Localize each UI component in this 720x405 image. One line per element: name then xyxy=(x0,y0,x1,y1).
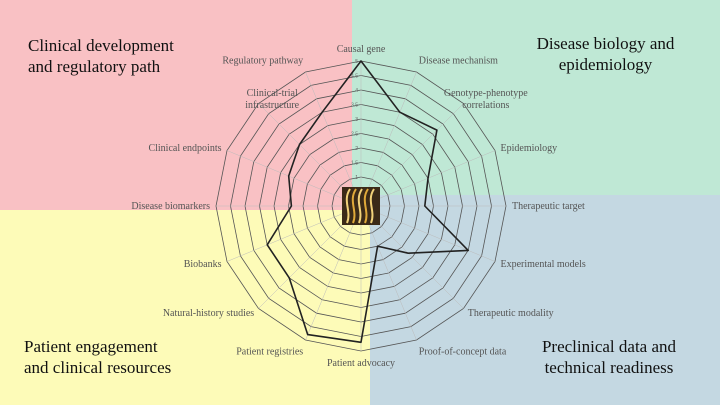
axis-label: Biobanks xyxy=(184,259,222,270)
axis-label: Regulatory pathway xyxy=(222,56,303,67)
axis-label: Disease mechanism xyxy=(419,56,498,67)
axis-label: Natural-history studies xyxy=(163,308,254,319)
axis-spoke xyxy=(360,71,417,207)
axis-label: Patient advocacy xyxy=(327,358,395,369)
quadrant-title-line: technical readiness xyxy=(544,358,674,377)
axis-label: Experimental models xyxy=(501,259,586,270)
axis-label: Causal gene xyxy=(337,44,386,55)
quadrant-title-line: and clinical resources xyxy=(24,358,172,377)
quadrant-title-line: and regulatory path xyxy=(28,57,161,76)
axis-label: Proof-of-concept data xyxy=(419,347,507,358)
axis-label: Clinical endpoints xyxy=(148,143,221,154)
quadrant-title-line: Disease biology and xyxy=(536,34,675,53)
quadrant-title-clinical: Clinical development and regulatory path xyxy=(28,35,174,77)
axis-spoke xyxy=(226,150,362,207)
tick-label: 2.5 xyxy=(351,132,358,138)
axis-label: Patient registries xyxy=(236,347,303,358)
quadrant-top-left xyxy=(0,0,352,210)
axis-spoke xyxy=(226,205,362,262)
axis-spoke xyxy=(360,205,496,262)
tick-label: 5 xyxy=(355,59,358,65)
axis-spoke xyxy=(305,205,362,341)
quadrant-title-preclinical: Preclinical data and technical readiness xyxy=(520,336,698,378)
quadrant-title-line: Patient engagement xyxy=(24,337,158,356)
axis-spoke xyxy=(360,205,417,341)
gene-thumbnail-icon xyxy=(342,187,380,225)
quadrant-title-biology: Disease biology and epidemiology xyxy=(518,33,693,75)
axis-label: Epidemiology xyxy=(501,143,558,154)
tick-label: 1 xyxy=(355,175,358,181)
tick-label: 4.5 xyxy=(351,74,358,80)
axis-label: Therapeutic target xyxy=(512,201,585,212)
tick-label: 3.5 xyxy=(351,103,358,109)
data-series-line xyxy=(266,60,470,344)
quadrant-title-line: epidemiology xyxy=(558,55,653,74)
quadrant-title-patient: Patient engagement and clinical resource… xyxy=(24,336,171,378)
quadrant-title-line: Preclinical data and xyxy=(541,337,677,356)
tick-label: 2 xyxy=(355,146,358,152)
quadrant-title-line: Clinical development xyxy=(28,36,174,55)
tick-label: 3 xyxy=(355,117,358,123)
axis-label: Therapeutic modality xyxy=(468,308,554,319)
tick-label: 4 xyxy=(355,88,358,94)
axis-label: Disease biomarkers xyxy=(131,201,210,212)
tick-label: 1.5 xyxy=(351,161,358,167)
axis-spoke xyxy=(305,71,362,207)
quadrant-top-right xyxy=(352,0,720,195)
